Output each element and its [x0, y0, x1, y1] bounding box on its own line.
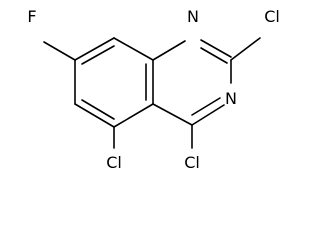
atom-labels: F N N Cl Cl Cl [27, 7, 279, 172]
bond-c4-c4a [152, 103, 193, 126]
bond-n1-c2 [200, 39, 232, 58]
bond-n3-c4 [191, 104, 225, 126]
bond-c8-c7-inner [81, 45, 115, 65]
atom-label-cl-c2: Cl [264, 7, 280, 26]
atom-label-n1: N [187, 7, 199, 26]
bond-n1-c2-inner [200, 47, 228, 64]
atom-label-cl-c5: Cl [106, 153, 122, 172]
atom-label-n3: N [225, 89, 237, 108]
bond-c6-c5-inner [81, 99, 115, 120]
atom-label-fluorine: F [27, 7, 36, 26]
canvas-background [0, 0, 300, 187]
bonds [43, 37, 261, 149]
bond-n3-c4-inner [191, 97, 221, 116]
bond-c8a-c8 [113, 37, 154, 61]
bond-c8-c7 [74, 37, 115, 61]
bond-c5-c4a [113, 103, 154, 128]
bond-c8a-n1 [152, 40, 186, 61]
bond-c7-f [43, 41, 76, 61]
atom-label-cl-c4: Cl [184, 153, 200, 172]
molecule-diagram: F N N Cl Cl Cl [0, 0, 300, 187]
bond-c6-c5 [74, 103, 115, 128]
bond-c2-cl [230, 37, 261, 61]
